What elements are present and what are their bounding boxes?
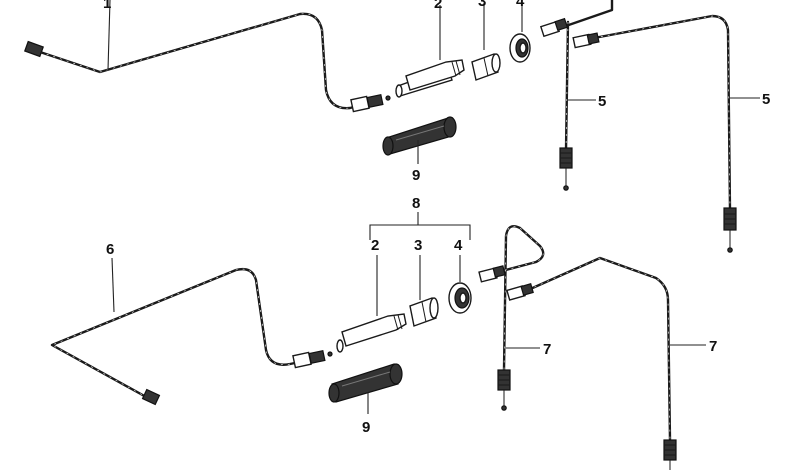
part-1-cable-top bbox=[24, 12, 391, 113]
label-part-6: 6 bbox=[106, 241, 114, 258]
label-part-2-bottom: 2 bbox=[371, 237, 379, 254]
label-part-9-bottom: 9 bbox=[362, 419, 370, 436]
part-9-grip-bottom bbox=[328, 363, 403, 403]
bottom-assembly: 8 6 2 3 bbox=[50, 195, 717, 470]
label-part-3-top: 3 bbox=[478, 0, 486, 10]
part-5-cable-inner bbox=[539, 0, 614, 191]
label-part-1: 1 bbox=[103, 0, 111, 12]
label-part-7-outer: 7 bbox=[709, 338, 717, 355]
top-assembly: 1 2 3 4 bbox=[24, 0, 770, 253]
group-bracket-8 bbox=[369, 212, 471, 240]
label-part-5-outer: 5 bbox=[762, 91, 770, 108]
label-part-2-top: 2 bbox=[434, 0, 442, 12]
label-part-4-top: 4 bbox=[516, 0, 525, 10]
label-part-7-inner: 7 bbox=[543, 341, 551, 358]
label-part-3-bottom: 3 bbox=[414, 237, 422, 254]
part-6-cable-bottom bbox=[50, 267, 333, 406]
part-9-grip-top bbox=[382, 116, 457, 156]
part-5-cable-outer bbox=[572, 14, 737, 253]
part-4-nut-top bbox=[509, 33, 531, 63]
part-3-bushing-top bbox=[471, 53, 501, 81]
part-7-cable-outer bbox=[506, 256, 677, 470]
label-part-8: 8 bbox=[412, 195, 420, 212]
part-3-bushing-bottom bbox=[409, 297, 439, 327]
part-2-sleeve-top bbox=[395, 59, 465, 98]
part-2-sleeve-bottom bbox=[336, 313, 407, 353]
label-part-9-top: 9 bbox=[412, 167, 420, 184]
label-part-4-bottom: 4 bbox=[454, 237, 463, 254]
part-7-cable-inner bbox=[478, 225, 545, 411]
label-part-5-inner: 5 bbox=[598, 93, 606, 110]
part-4-nut-bottom bbox=[448, 282, 472, 314]
